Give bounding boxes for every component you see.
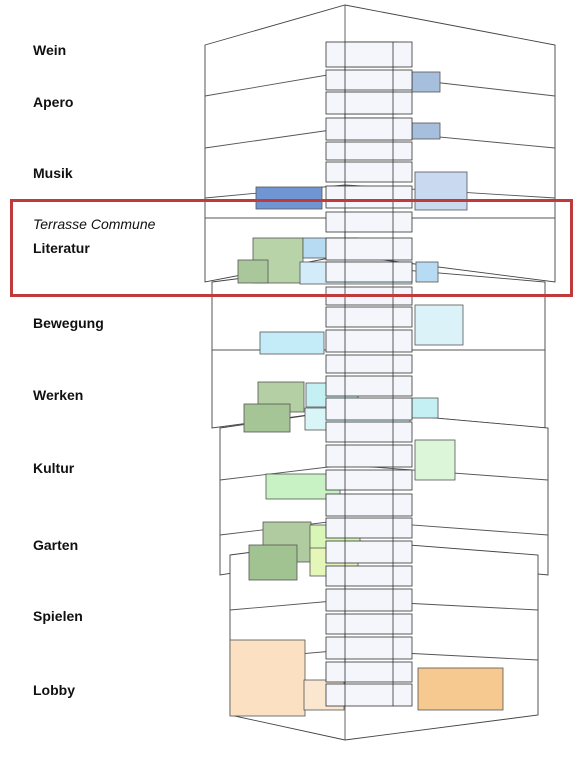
- floor-label-werken: Werken: [33, 387, 84, 403]
- floor-label-musik: Musik: [33, 165, 73, 181]
- floor-label-kultur: Kultur: [33, 460, 75, 476]
- floor-label-terrasse: Terrasse Commune: [33, 216, 156, 232]
- floor-label-apero: Apero: [33, 94, 74, 110]
- floor-label-literatur: Literatur: [33, 240, 90, 256]
- floor-label-bewegung: Bewegung: [33, 315, 104, 331]
- floor-label-lobby: Lobby: [33, 682, 75, 698]
- floor-label-wein: Wein: [33, 42, 67, 58]
- floor-label-spielen: Spielen: [33, 608, 83, 624]
- floor-label-garten: Garten: [33, 537, 79, 553]
